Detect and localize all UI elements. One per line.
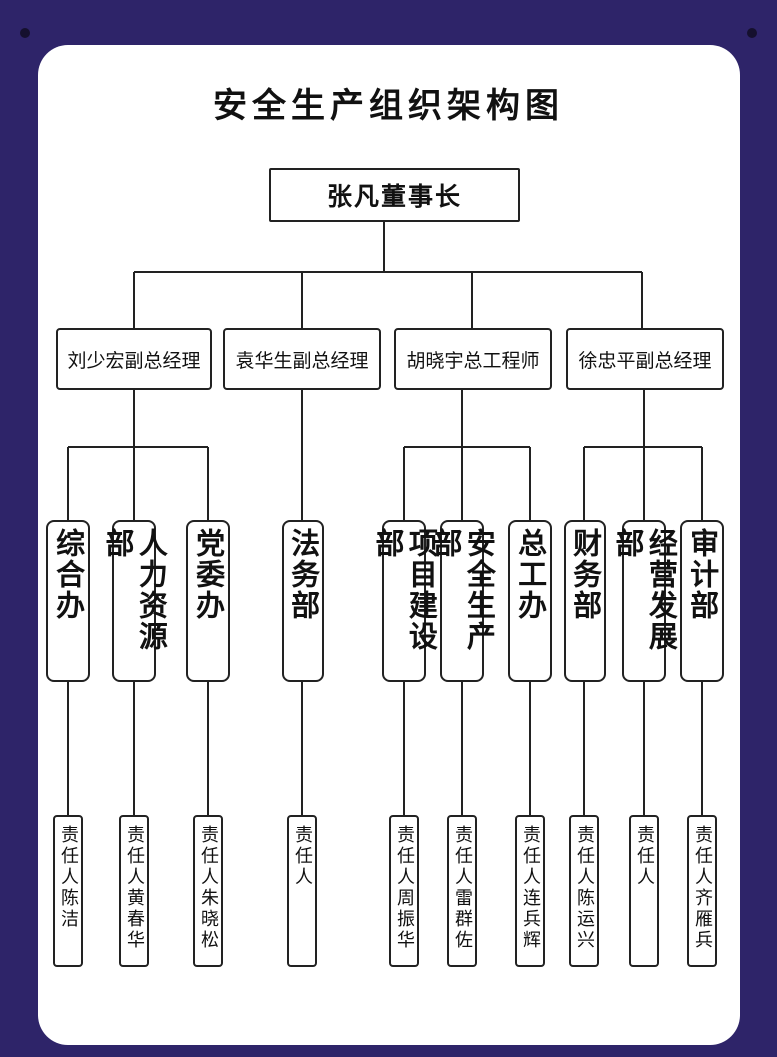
corner-dot <box>747 28 757 38</box>
responsible-box: 责任人雷群佐 <box>447 815 477 967</box>
manager-box: 刘少宏副总经理 <box>56 328 212 390</box>
department-box: 党委办 <box>186 520 230 682</box>
manager-box: 徐忠平副总经理 <box>566 328 724 390</box>
responsible-box: 责任人连兵辉 <box>515 815 545 967</box>
department-box: 综合办 <box>46 520 90 682</box>
responsible-box: 责任人 <box>629 815 659 967</box>
responsible-box: 责任人陈运兴 <box>569 815 599 967</box>
responsible-box: 责任人陈洁 <box>53 815 83 967</box>
department-box: 总工办 <box>508 520 552 682</box>
department-box: 人力资源部 <box>101 520 168 682</box>
chairman-box: 张凡董事长 <box>269 168 520 222</box>
manager-box: 胡晓宇总工程师 <box>394 328 552 390</box>
department-box: 安全生产部 <box>429 520 496 682</box>
department-box: 经营发展部 <box>611 520 678 682</box>
responsible-box: 责任人 <box>287 815 317 967</box>
department-box: 项目建设部 <box>371 520 438 682</box>
responsible-box: 责任人周振华 <box>389 815 419 967</box>
manager-box: 袁华生副总经理 <box>223 328 381 390</box>
corner-dot <box>20 28 30 38</box>
department-box: 法务部 <box>282 520 324 682</box>
responsible-box: 责任人黄春华 <box>119 815 149 967</box>
responsible-box: 责任人齐雁兵 <box>687 815 717 967</box>
department-box: 财务部 <box>564 520 606 682</box>
responsible-box: 责任人朱晓松 <box>193 815 223 967</box>
page-title: 安全生产组织架构图 <box>213 86 564 126</box>
department-box: 审计部 <box>680 520 724 682</box>
